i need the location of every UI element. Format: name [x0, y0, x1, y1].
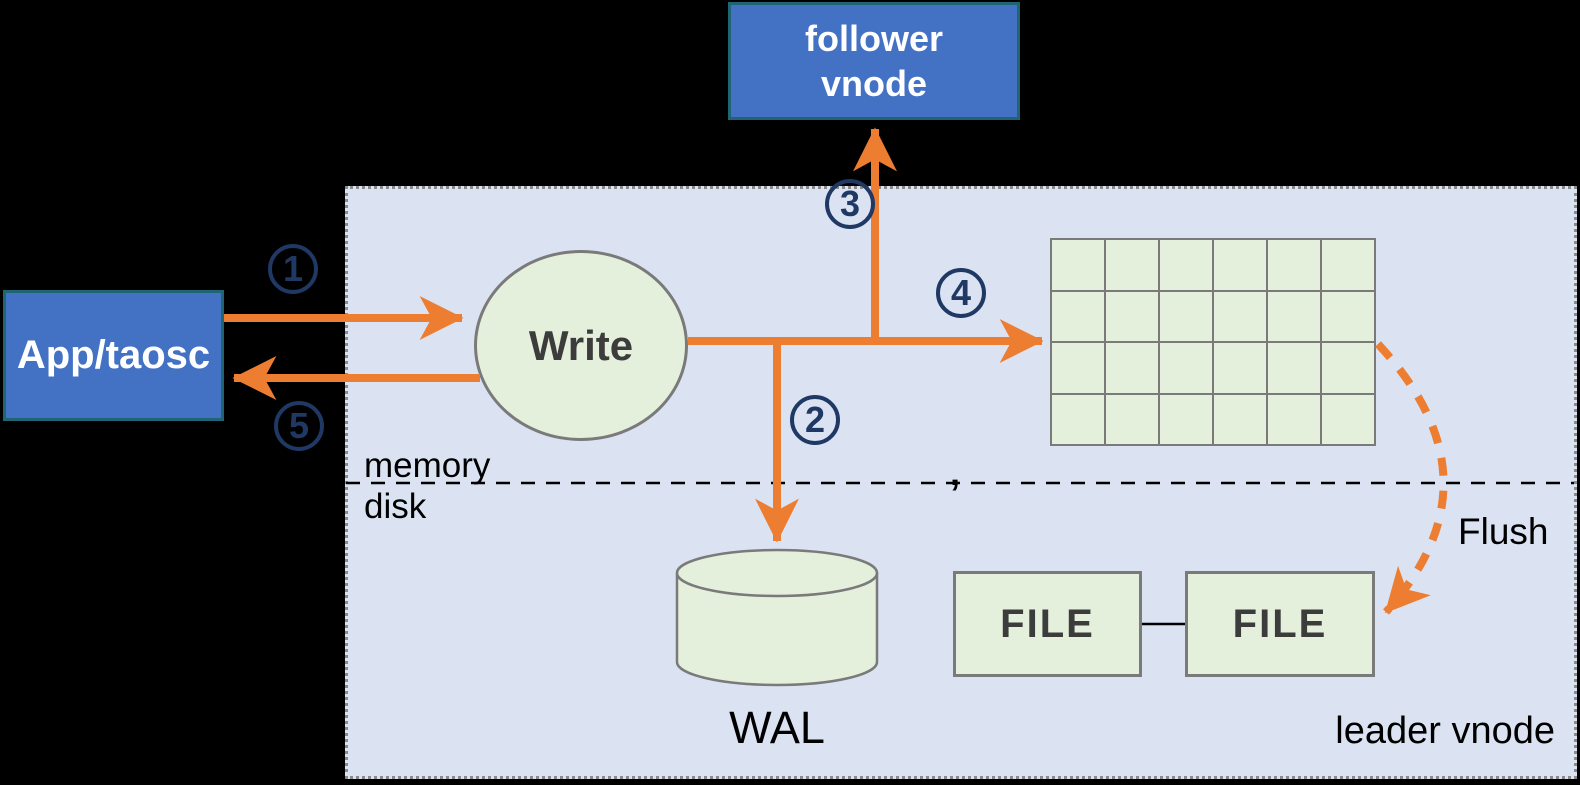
memory-label: memory: [364, 446, 491, 485]
grid-cell: [1322, 291, 1374, 341]
grid-cell: [1268, 394, 1320, 444]
grid-cell: [1160, 343, 1212, 393]
grid-cell: [1268, 291, 1320, 341]
grid-cell: [1160, 240, 1212, 290]
step-1-badge: 1: [268, 244, 318, 294]
grid-cell: [1052, 394, 1104, 444]
grid-cell: [1052, 291, 1104, 341]
wal-label: WAL: [729, 702, 825, 753]
grid-cell: [1268, 343, 1320, 393]
grid-cell: [1106, 394, 1158, 444]
write-node-label: Write: [528, 321, 634, 369]
app-taosc-box: App/taosc: [3, 290, 224, 421]
grid-cell: [1214, 291, 1266, 341]
grid-cell: [1322, 240, 1374, 290]
divider-mark: ,: [950, 452, 961, 493]
app-taosc-label: App/taosc: [16, 333, 211, 377]
grid-cell: [1214, 240, 1266, 290]
grid-cell: [1106, 343, 1158, 393]
grid-cell: [1268, 240, 1320, 290]
step-5-badge: 5: [274, 401, 324, 451]
disk-label: disk: [364, 487, 427, 526]
memory-grid: [1050, 238, 1376, 446]
step-4-badge: 4: [936, 268, 986, 318]
follower-vnode-box: follower vnode: [728, 2, 1020, 120]
grid-cell: [1322, 394, 1374, 444]
grid-cell: [1160, 291, 1212, 341]
grid-cell: [1106, 291, 1158, 341]
file-box-1-label: FILE: [1000, 601, 1095, 646]
file-box-1: FILE: [953, 571, 1142, 677]
leader-vnode-label: leader vnode: [1335, 710, 1555, 752]
grid-cell: [1214, 394, 1266, 444]
grid-cell: [1052, 343, 1104, 393]
file-box-2-label: FILE: [1232, 601, 1328, 646]
follower-vnode-label-line2: vnode: [820, 63, 927, 104]
grid-cell: [1106, 240, 1158, 290]
grid-cell: [1160, 394, 1212, 444]
write-node: Write: [474, 250, 688, 441]
step-2-badge: 2: [790, 395, 840, 445]
grid-cell: [1322, 343, 1374, 393]
step-3-badge: 3: [825, 179, 875, 229]
file-box-2: FILE: [1185, 571, 1375, 677]
grid-cell: [1214, 343, 1266, 393]
grid-cell: [1052, 240, 1104, 290]
flush-label: Flush: [1458, 511, 1549, 552]
follower-vnode-label-line1: follower: [804, 18, 943, 59]
